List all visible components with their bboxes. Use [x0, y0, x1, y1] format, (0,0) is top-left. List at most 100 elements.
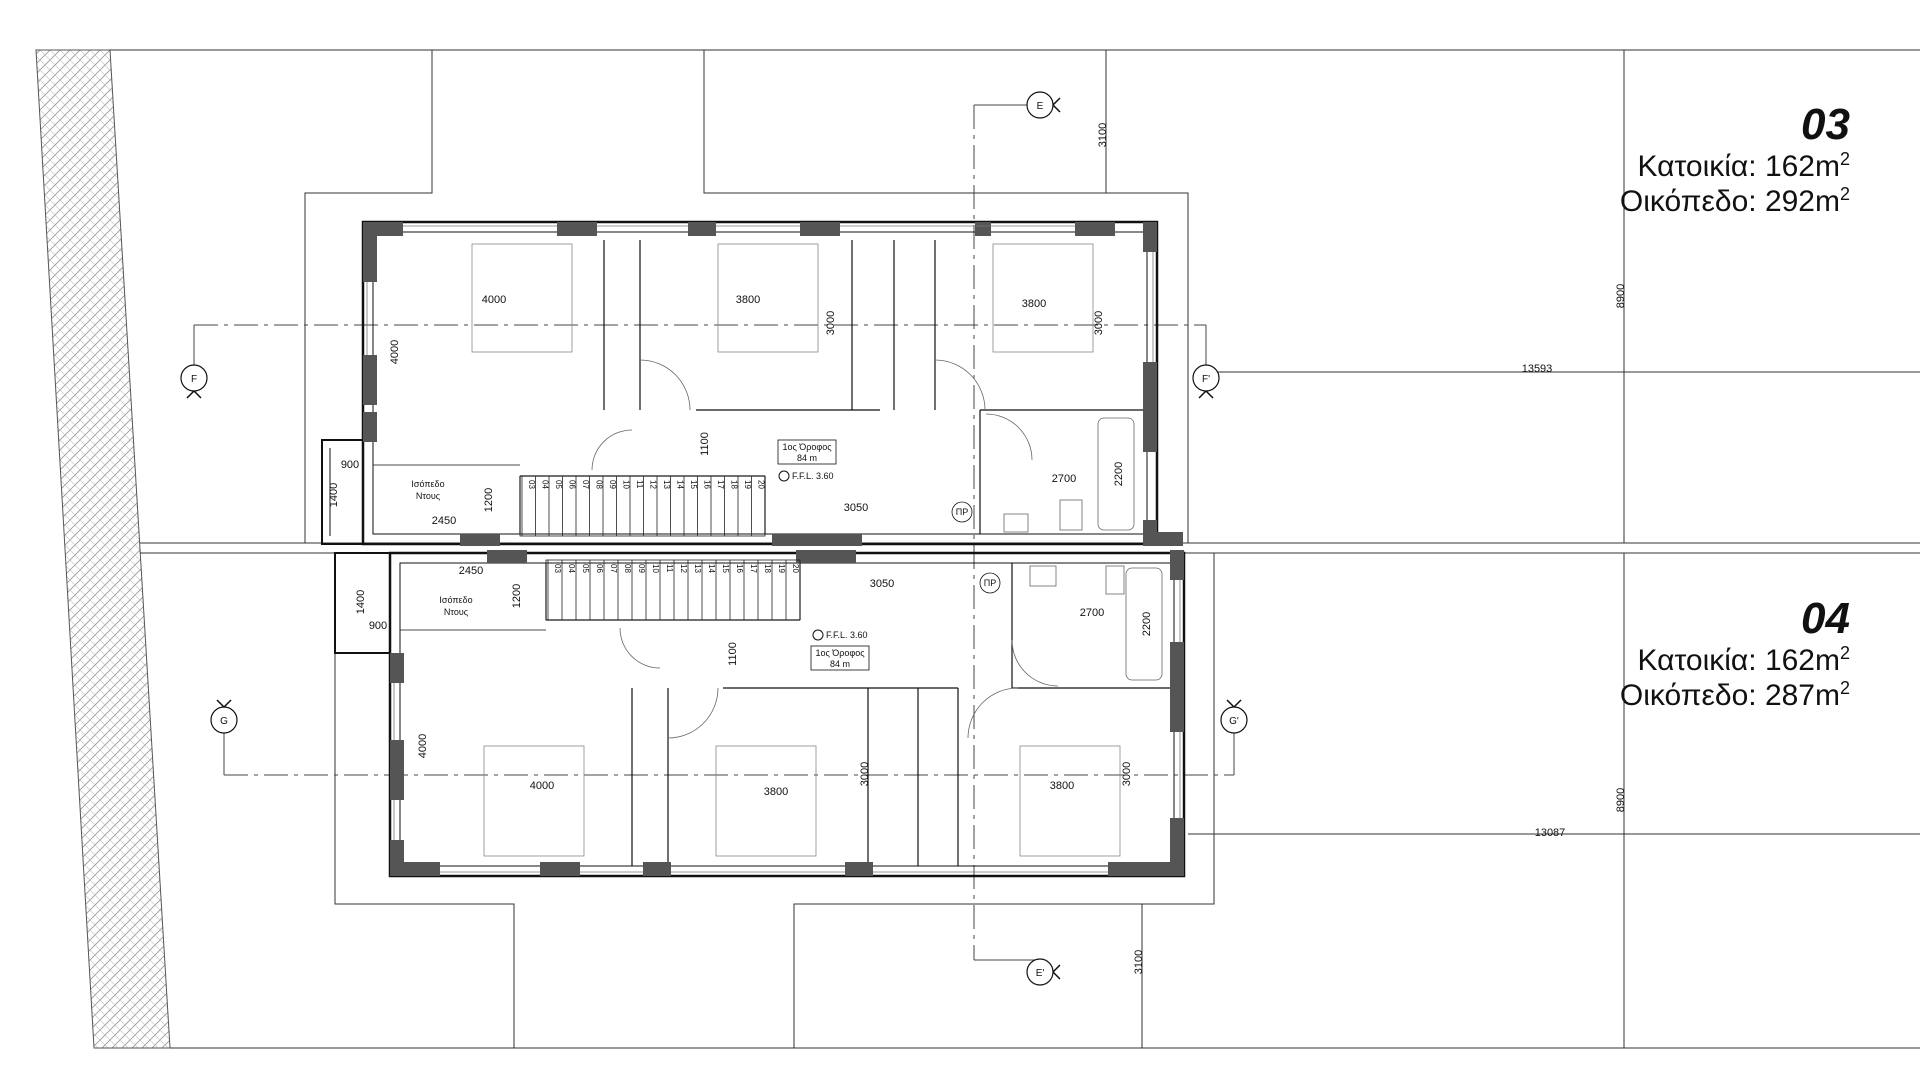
svg-text:8900: 8900 [1615, 284, 1627, 308]
boundary-hatch [35, 49, 171, 1049]
svg-text:900: 900 [369, 620, 387, 632]
upper-stairs [519, 475, 766, 537]
stair-step-number: 07 [609, 564, 618, 573]
svg-text:3000: 3000 [1093, 311, 1105, 335]
floor-tag-lower: 1ος Όροφος 84 m F.F.L. 3.60 [810, 629, 870, 671]
stair-step-number: 13 [662, 480, 671, 489]
svg-text:84 m: 84 m [797, 453, 817, 463]
dimensions-upper: 4000 3800 3800 4000 3000 3000 1100 900 1… [328, 294, 1125, 527]
svg-text:Ισόπεδο: Ισόπεδο [439, 595, 472, 605]
svg-text:2200: 2200 [1113, 462, 1125, 486]
stair-step-number: 07 [581, 480, 590, 489]
stair-step-number: 12 [679, 564, 688, 573]
stair-step-number: 04 [540, 480, 549, 489]
svg-text:E': E' [1036, 968, 1045, 979]
svg-text:Ντους: Ντους [444, 607, 469, 617]
svg-text:2700: 2700 [1080, 607, 1104, 619]
lower-unit-windows [393, 580, 1181, 873]
stair-step-number: 18 [729, 480, 738, 489]
stair-step-number: 14 [675, 480, 684, 489]
stair-step-number: 05 [581, 564, 590, 573]
stair-step-number: 04 [567, 564, 576, 573]
svg-text:G': G' [1229, 716, 1239, 727]
upper-unit-walls [321, 220, 1159, 546]
stair-step-number: 19 [743, 480, 752, 489]
upper-doors [591, 359, 1033, 471]
svg-text:2700: 2700 [1052, 473, 1076, 485]
lower-stairs [545, 559, 801, 621]
stair-step-number: 05 [554, 480, 563, 489]
svg-text:ΠΡ: ΠΡ [984, 578, 997, 588]
svg-text:Ισόπεδο: Ισόπεδο [411, 479, 444, 489]
stair-step-number: 09 [608, 480, 617, 489]
svg-text:3000: 3000 [825, 311, 837, 335]
svg-text:4000: 4000 [417, 734, 429, 758]
svg-text:3050: 3050 [870, 578, 894, 590]
stair-step-number: 16 [735, 564, 744, 573]
svg-text:1100: 1100 [699, 432, 711, 456]
lower-unit-wall-blocks [390, 550, 1184, 876]
stair-step-number: 11 [635, 480, 644, 489]
svg-text:E: E [1037, 101, 1044, 112]
svg-text:Ντους: Ντους [416, 491, 441, 501]
section-marker-f: F [180, 364, 208, 399]
stair-step-number: 10 [621, 480, 630, 489]
svg-text:4000: 4000 [389, 340, 401, 364]
stair-step-number: 12 [648, 480, 657, 489]
section-marker-f-prime: F' [1192, 364, 1220, 399]
svg-text:3100: 3100 [1133, 950, 1145, 974]
dimensions-site: 3100 8900 13593 8900 13087 3100 [1097, 123, 1627, 974]
lower-doors [619, 627, 1059, 739]
svg-text:1ος Όροφος: 1ος Όροφος [815, 648, 865, 658]
unit-number: 03 [1801, 100, 1850, 149]
svg-text:F.F.L. 3.60: F.F.L. 3.60 [826, 630, 868, 640]
svg-text:3800: 3800 [1022, 298, 1046, 310]
svg-text:1200: 1200 [483, 488, 495, 512]
svg-text:F.F.L. 3.60: F.F.L. 3.60 [792, 471, 834, 481]
svg-text:3800: 3800 [764, 786, 788, 798]
upper-beds [471, 243, 1094, 353]
stair-step-number: 19 [777, 564, 786, 573]
svg-text:1200: 1200 [511, 584, 523, 608]
svg-text:1400: 1400 [355, 590, 367, 614]
stair-step-number: 06 [595, 564, 604, 573]
section-marker-g: G [210, 699, 238, 734]
svg-text:1400: 1400 [328, 483, 340, 507]
lower-beds [483, 745, 1121, 857]
unit-number: 04 [1801, 594, 1850, 643]
stair-step-number: 20 [791, 564, 800, 573]
svg-text:900: 900 [341, 459, 359, 471]
section-marker-g-prime: G' [1220, 699, 1248, 734]
svg-text:F: F [191, 374, 197, 385]
stair-step-number: 13 [693, 564, 702, 573]
upper-unit-wall-blocks [363, 222, 1183, 546]
svg-text:4000: 4000 [530, 780, 554, 792]
svg-text:3000: 3000 [859, 762, 871, 786]
stair-step-number: 10 [651, 564, 660, 573]
svg-text:3000: 3000 [1121, 762, 1133, 786]
stair-step-number: 18 [763, 564, 772, 573]
lower-bath [1029, 565, 1163, 681]
stair-step-number: 03 [553, 564, 562, 573]
svg-text:3800: 3800 [1050, 780, 1074, 792]
stair-step-number: 17 [749, 564, 758, 573]
stair-step-number: 14 [707, 564, 716, 573]
unit-04-label: 04 Κατοικία: 162m2 Οικόπεδο: 287m2 [1620, 594, 1850, 712]
upper-unit-windows [366, 225, 1154, 362]
stair-step-number: 06 [567, 480, 576, 489]
svg-text:13593: 13593 [1522, 363, 1553, 375]
stair-step-number: 16 [702, 480, 711, 489]
stair-step-number: 08 [623, 564, 632, 573]
svg-text:2200: 2200 [1141, 612, 1153, 636]
stair-step-number: 08 [594, 480, 603, 489]
svg-text:2450: 2450 [459, 565, 483, 577]
house-area: Κατοικία: 162m2 [1637, 643, 1850, 678]
house-area: Κατοικία: 162m2 [1637, 149, 1850, 184]
stair-step-number: 20 [756, 480, 765, 489]
plot-area: Οικόπεδο: 292m2 [1619, 183, 1850, 218]
stair-step-number: 09 [637, 564, 646, 573]
svg-text:ΠΡ: ΠΡ [956, 507, 969, 517]
svg-text:2450: 2450 [432, 515, 456, 527]
